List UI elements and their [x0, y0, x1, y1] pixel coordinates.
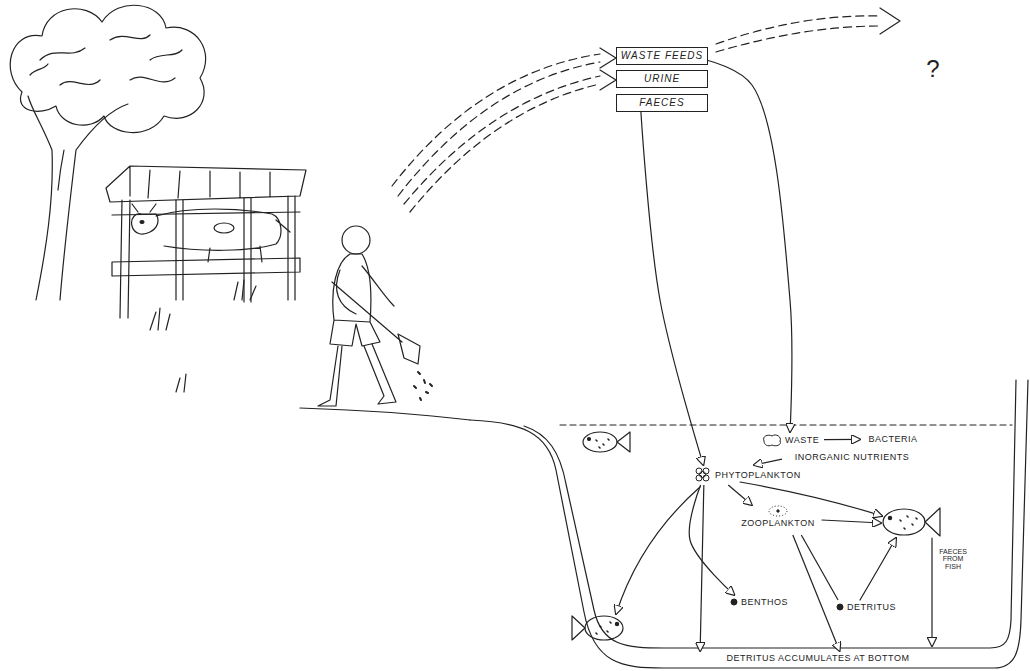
particle-dot [837, 604, 843, 610]
flow-arrow [793, 535, 840, 651]
flow-arrow [641, 112, 703, 465]
pond-component: PHYTOPLANKTON [694, 465, 814, 485]
flow-arrow [728, 485, 752, 505]
grass-tuft [150, 280, 256, 392]
pond-component: INORGANIC NUTRIENTS [782, 451, 922, 464]
tree-trunk [28, 96, 128, 300]
food-arrow [616, 487, 700, 614]
component-label: FAECES [639, 98, 684, 108]
fish-scales [596, 439, 609, 448]
pond-component: DETRITUS ACCUMULATES AT BOTTOM [688, 651, 948, 665]
dashed-flow-arrow [392, 54, 600, 196]
waste-icon [764, 435, 781, 446]
flow-arrow [801, 535, 838, 600]
waste-box: URINE [616, 70, 708, 88]
pond-component: BACTERIA [860, 431, 926, 447]
cow-eye [140, 221, 144, 224]
component-label: BENTHOS [741, 598, 788, 607]
fish [572, 616, 623, 640]
falling-soil [414, 372, 432, 400]
phytoplankton-icon [700, 472, 706, 478]
fish-eye [588, 438, 591, 441]
pond-component: BENTHOS [730, 595, 796, 609]
shed-posts [120, 196, 295, 318]
component-label: WASTE [785, 436, 819, 445]
question-mark: ? [918, 56, 948, 81]
fish [583, 432, 630, 452]
fish-body [585, 616, 623, 640]
phytoplankton-icon [696, 468, 702, 474]
shed-rails [112, 212, 300, 276]
flow-arrow [708, 60, 792, 432]
dashed-flow-arrow [716, 16, 880, 52]
shovel [332, 282, 420, 364]
fish-tail [572, 616, 585, 640]
pond-outer-wall [470, 380, 1028, 668]
phytoplankton-icon [696, 475, 702, 481]
component-icon [694, 466, 712, 484]
component-label: ZOOPLANKTON [741, 519, 814, 528]
fish-eye [615, 622, 618, 625]
component-label: DETRITUS [847, 603, 896, 612]
dashed-flow-arrow [404, 76, 600, 212]
flow-arrow [754, 459, 782, 465]
flow-arrow [700, 485, 704, 651]
hollow-arrow-head [600, 70, 616, 90]
zooplankton-dot [777, 510, 779, 512]
particle-dot [731, 599, 737, 605]
phytoplankton-icon [703, 475, 709, 481]
component-icon [730, 598, 738, 606]
man-arms [337, 266, 394, 314]
fish-tail [617, 432, 630, 452]
cow-spot [214, 223, 234, 233]
fish-scales [900, 516, 917, 529]
ground-line [300, 408, 470, 420]
cow-body [132, 204, 290, 262]
pond-inner-wall [524, 380, 1016, 648]
fish-eye [888, 516, 891, 519]
man-body [330, 254, 380, 346]
hollow-arrow-head [880, 8, 900, 34]
component-label: URINE [644, 74, 680, 84]
component-icon [767, 505, 789, 517]
component-label: WASTE FEEDS [621, 51, 704, 61]
flow-arrow [824, 439, 860, 441]
zooplankton-icon [769, 506, 787, 516]
fish-scales [596, 622, 611, 634]
man-head [342, 226, 370, 254]
pond-component: ZOOPLANKTON [735, 505, 821, 535]
component-label: INORGANIC NUTRIENTS [795, 453, 910, 462]
tree-canopy [10, 5, 205, 132]
component-icon [836, 603, 844, 611]
shed-roof [106, 166, 306, 202]
hollow-arrow-head [600, 48, 616, 68]
fish [883, 508, 940, 536]
water-surface [560, 424, 1012, 425]
waste-box: FAECES [616, 94, 708, 112]
pond-component: DETRITUS [836, 600, 906, 614]
man-legs [318, 344, 396, 406]
fish-tail [925, 508, 940, 536]
food-arrow [860, 538, 896, 600]
food-arrow [822, 520, 881, 523]
pond-component: WASTE [762, 432, 824, 448]
fish-faeces-arrow [931, 538, 932, 646]
flow-arrow [689, 485, 734, 595]
component-label: PHYTOPLANKTON [715, 471, 801, 480]
component-label: DETRITUS ACCUMULATES AT BOTTOM [727, 654, 910, 663]
food-arrow [740, 482, 882, 516]
phytoplankton-icon [703, 468, 709, 474]
tree-canopy-scribble [30, 35, 182, 85]
waste-box: WASTE FEEDS [616, 47, 708, 65]
component-icon [762, 433, 782, 447]
fish-body [883, 509, 925, 535]
note-label: FAECES FROM FISH [938, 548, 968, 570]
component-label: BACTERIA [868, 435, 917, 444]
fish-body [583, 432, 617, 452]
